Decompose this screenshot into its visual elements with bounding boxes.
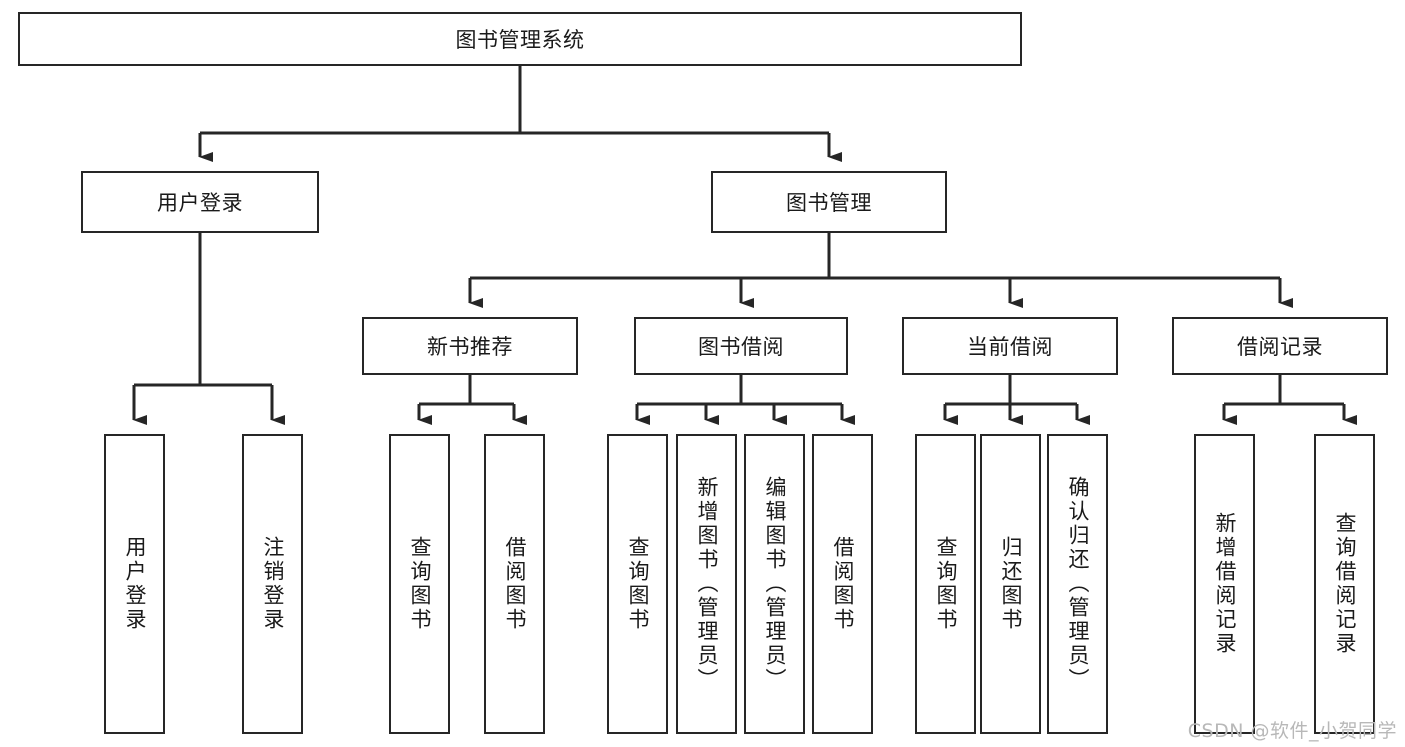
leaf-query-borrow-record[interactable]: 查询借阅记录	[1314, 434, 1375, 734]
leaf-query-book-recommend[interactable]: 查询图书	[389, 434, 450, 734]
leaf-borrow-book[interactable]: 借阅图书	[812, 434, 873, 734]
node-label: 借阅图书	[503, 536, 527, 632]
node-label: 图书管理	[786, 191, 872, 215]
leaf-user-login[interactable]: 用户登录	[104, 434, 165, 734]
node-label: 确认归还（管理员）	[1066, 476, 1090, 692]
node-root[interactable]: 图书管理系统	[18, 12, 1022, 66]
leaf-logout[interactable]: 注销登录	[242, 434, 303, 734]
node-user-login[interactable]: 用户登录	[81, 171, 319, 233]
watermark: CSDN @软件_小贺同学	[1187, 720, 1397, 742]
node-book-borrow[interactable]: 图书借阅	[634, 317, 848, 375]
leaf-add-book-admin[interactable]: 新增图书（管理员）	[676, 434, 737, 734]
node-current-borrow[interactable]: 当前借阅	[902, 317, 1118, 375]
node-label: 借阅记录	[1237, 335, 1323, 359]
leaf-borrow-book-recommend[interactable]: 借阅图书	[484, 434, 545, 734]
node-label: 查询图书	[934, 536, 958, 632]
node-label: 查询图书	[626, 536, 650, 632]
node-new-book-recommend[interactable]: 新书推荐	[362, 317, 578, 375]
leaf-query-book-current[interactable]: 查询图书	[915, 434, 976, 734]
node-label: 查询借阅记录	[1333, 512, 1357, 656]
leaf-add-borrow-record[interactable]: 新增借阅记录	[1194, 434, 1255, 734]
node-label: 图书借阅	[698, 335, 784, 359]
node-label: 新增借阅记录	[1213, 512, 1237, 656]
node-label: 新增图书（管理员）	[695, 476, 719, 692]
node-label: 注销登录	[261, 536, 285, 632]
leaf-return-book[interactable]: 归还图书	[980, 434, 1041, 734]
node-label: 用户登录	[123, 536, 147, 632]
leaf-query-book-borrow[interactable]: 查询图书	[607, 434, 668, 734]
node-label: 查询图书	[408, 536, 432, 632]
node-label: 借阅图书	[831, 536, 855, 632]
node-label: 编辑图书（管理员）	[763, 476, 787, 692]
node-label: 归还图书	[999, 536, 1023, 632]
node-borrow-record[interactable]: 借阅记录	[1172, 317, 1388, 375]
node-label: 图书管理系统	[455, 28, 585, 52]
leaf-confirm-return-admin[interactable]: 确认归还（管理员）	[1047, 434, 1108, 734]
node-label: 新书推荐	[427, 335, 513, 359]
leaf-edit-book-admin[interactable]: 编辑图书（管理员）	[744, 434, 805, 734]
node-book-management[interactable]: 图书管理	[711, 171, 947, 233]
node-label: 当前借阅	[967, 335, 1053, 359]
node-label: 用户登录	[157, 191, 243, 215]
